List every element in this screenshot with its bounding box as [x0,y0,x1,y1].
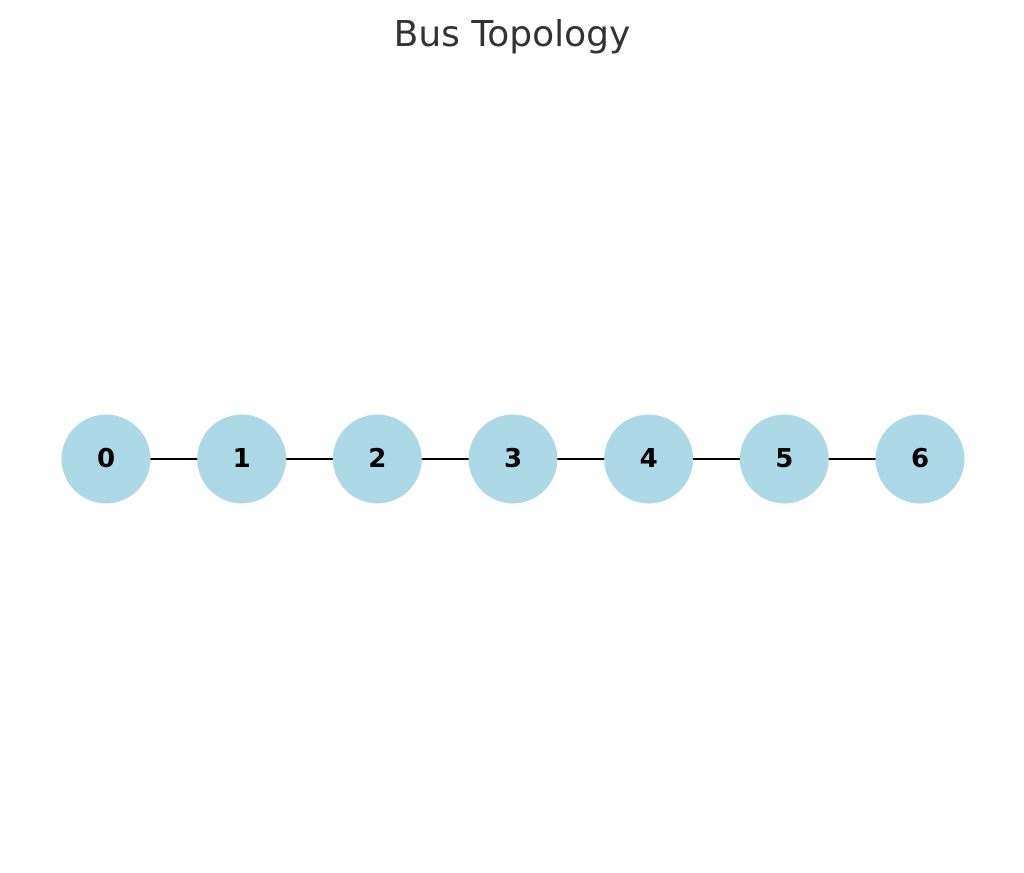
node-6: 6 [875,414,965,504]
node-circle [197,414,287,504]
node-circle [875,414,965,504]
node-4: 4 [604,414,694,504]
node-label: 1 [233,444,251,474]
node-label: 2 [368,444,386,474]
node-circle [61,414,151,504]
node-label: 6 [911,444,929,474]
node-circle [468,414,558,504]
nodes-layer: 0 1 2 3 4 5 6 [61,414,965,504]
node-5: 5 [739,414,829,504]
node-2: 2 [332,414,422,504]
node-label: 5 [775,444,793,474]
node-0: 0 [61,414,151,504]
node-label: 4 [640,444,658,474]
node-label: 0 [97,444,115,474]
node-3: 3 [468,414,558,504]
node-circle [604,414,694,504]
node-1: 1 [197,414,287,504]
diagram-title: Bus Topology [393,14,631,55]
node-circle [332,414,422,504]
node-circle [739,414,829,504]
node-label: 3 [504,444,522,474]
